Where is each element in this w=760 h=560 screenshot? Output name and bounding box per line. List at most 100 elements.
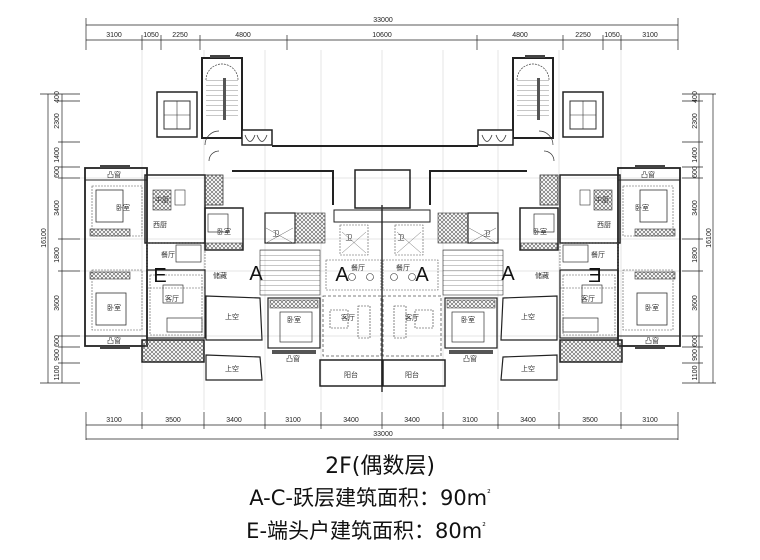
right-a-void-bottom: 上空 (521, 364, 535, 373)
svg-text:3100: 3100 (285, 417, 301, 424)
svg-text:1100: 1100 (692, 365, 699, 380)
unit-label-a-center-left: A (335, 264, 349, 286)
svg-text:600: 600 (692, 166, 699, 178)
left-a-bedroom-2: 卧室 (287, 315, 301, 324)
left-e-bedroom-bottom: 卧室 (107, 303, 121, 312)
right-a-bath: 卫 (484, 230, 491, 238)
right-e-bay-window-top: 凸窗 (641, 170, 655, 179)
left-a-bedroom: 卧室 (217, 227, 231, 236)
unit-label-e-right: E (588, 265, 601, 287)
svg-text:3400: 3400 (54, 200, 61, 216)
svg-text:10600: 10600 (372, 32, 392, 39)
center-dining-left: 餐厅 (351, 263, 365, 272)
svg-text:3500: 3500 (582, 417, 598, 424)
left-e-living: 客厅 (165, 294, 179, 303)
svg-text:900: 900 (54, 349, 61, 361)
svg-text:3600: 3600 (692, 295, 699, 311)
elevator-left (156, 91, 198, 138)
unit-e-left (84, 165, 224, 363)
svg-text:3100: 3100 (106, 417, 122, 424)
svg-text:3400: 3400 (226, 417, 242, 424)
svg-text:1800: 1800 (54, 247, 61, 263)
area-e-unit-sup: ² (482, 522, 486, 532)
svg-text:1050: 1050 (143, 32, 159, 39)
unit-a-left (204, 207, 326, 381)
center-dining-right: 餐厅 (396, 263, 410, 272)
left-e-bedroom-top: 卧室 (116, 203, 130, 212)
svg-text:3400: 3400 (404, 417, 420, 424)
svg-text:1800: 1800 (692, 247, 699, 263)
svg-text:4800: 4800 (235, 32, 251, 39)
left-a-storage: 储藏 (213, 271, 227, 280)
svg-text:1100: 1100 (54, 365, 61, 380)
right-e-kitchen: 中厨 (595, 195, 609, 204)
area-e-label: E-端头户建筑面积：80m² (0, 515, 746, 545)
svg-text:4800: 4800 (512, 32, 528, 39)
svg-text:3500: 3500 (165, 417, 181, 424)
left-total-dim: 16100 (41, 228, 48, 248)
svg-text:3400: 3400 (692, 200, 699, 216)
right-a-void-top: 上空 (521, 312, 535, 321)
left-a-void-top: 上空 (225, 312, 239, 321)
center-living-right: 客厅 (405, 313, 419, 322)
elevator-right (562, 91, 604, 138)
svg-text:1050: 1050 (604, 32, 620, 39)
right-e-dining: 餐厅 (591, 250, 605, 259)
svg-text:3100: 3100 (642, 32, 658, 39)
right-a-storage: 储藏 (535, 271, 549, 280)
svg-text:1400: 1400 (54, 147, 61, 163)
left-a-bay-window: 凸窗 (286, 354, 300, 363)
svg-text:600: 600 (54, 166, 61, 178)
right-e-living: 客厅 (581, 294, 595, 303)
top-segment-dims: 3100 1050 2250 4800 10600 4800 2250 1050… (106, 32, 658, 39)
right-a-bedroom: 卧室 (533, 227, 547, 236)
unit-label-a-left-outer: A (249, 263, 263, 285)
right-a-bedroom-2: 卧室 (461, 315, 475, 324)
right-a-bay-window: 凸窗 (463, 354, 477, 363)
unit-e-right (539, 165, 681, 363)
svg-text:2300: 2300 (54, 113, 61, 129)
svg-text:900: 900 (692, 349, 699, 361)
svg-text:2250: 2250 (575, 32, 591, 39)
area-a-c-unit-sup: ² (487, 489, 491, 499)
corridor (232, 145, 527, 209)
right-e-bay-window-bottom: 凸窗 (645, 336, 659, 345)
left-segment-dims: 400 2300 1400 600 3400 1800 3600 600 900… (54, 91, 61, 380)
top-dimension-chain (85, 18, 679, 50)
svg-text:2250: 2250 (172, 32, 188, 39)
svg-text:3100: 3100 (642, 417, 658, 424)
right-total-dim: 16100 (706, 228, 713, 248)
left-e-dining: 餐厅 (161, 250, 175, 259)
stair-core-left (201, 55, 273, 162)
floor-plan-drawing: 33000 3100 1050 2250 4800 10600 4800 225… (40, 17, 716, 440)
center-balcony-left: 阳台 (344, 370, 358, 379)
top-total-dim: 33000 (373, 17, 393, 24)
svg-text:600: 600 (692, 335, 699, 347)
svg-text:3100: 3100 (462, 417, 478, 424)
svg-text:2300: 2300 (692, 113, 699, 129)
left-a-bath: 卫 (273, 230, 280, 238)
svg-text:1400: 1400 (692, 147, 699, 163)
right-dimension-chain (682, 93, 716, 384)
left-dimension-chain (40, 93, 80, 384)
bottom-segment-dims: 3100 3500 3400 3100 3400 3400 3100 3400 … (106, 417, 658, 424)
unit-a-right (437, 207, 559, 381)
bottom-dimension-chain (85, 412, 679, 440)
svg-text:400: 400 (54, 91, 61, 103)
left-e-bay-window-top: 凸窗 (107, 170, 121, 179)
left-e-kitchen: 中厨 (155, 195, 169, 204)
svg-text:3100: 3100 (106, 32, 122, 39)
unit-label-a-right-outer: A (501, 263, 515, 285)
right-e-western-kitchen: 西厨 (597, 221, 611, 229)
bottom-total-dim: 33000 (373, 431, 393, 438)
center-bath-right: 卫 (398, 234, 405, 242)
area-e-text: E-端头户建筑面积：80m (246, 519, 483, 543)
right-segment-dims: 400 2300 1400 600 3400 1800 3600 600 900… (692, 91, 699, 380)
left-e-western-kitchen: 西厨 (153, 221, 167, 229)
area-a-c-label: A-C-跃层建筑面积：90m² (0, 482, 750, 512)
svg-text:400: 400 (692, 91, 699, 103)
right-e-bedroom-bottom: 卧室 (645, 303, 659, 312)
left-e-bay-window-bottom: 凸窗 (107, 336, 121, 345)
floor-title: 2F(偶数层) (325, 454, 435, 479)
center-living-left: 客厅 (341, 313, 355, 322)
